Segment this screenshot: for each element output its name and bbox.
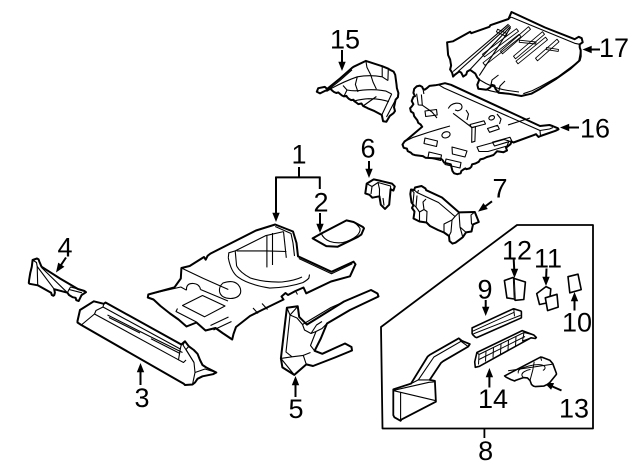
svg-text:3: 3 xyxy=(134,383,149,413)
svg-text:8: 8 xyxy=(478,436,493,466)
svg-text:16: 16 xyxy=(580,114,610,144)
svg-text:13: 13 xyxy=(559,394,589,424)
svg-text:1: 1 xyxy=(291,140,306,170)
svg-text:7: 7 xyxy=(492,174,507,204)
svg-text:2: 2 xyxy=(313,188,328,218)
svg-text:9: 9 xyxy=(477,275,492,305)
svg-text:12: 12 xyxy=(502,236,532,266)
svg-text:11: 11 xyxy=(534,244,562,274)
svg-text:4: 4 xyxy=(57,233,72,263)
svg-text:10: 10 xyxy=(562,308,592,338)
svg-text:14: 14 xyxy=(478,384,508,414)
svg-text:6: 6 xyxy=(360,134,375,164)
svg-text:17: 17 xyxy=(599,33,629,63)
svg-text:15: 15 xyxy=(330,25,360,55)
svg-text:5: 5 xyxy=(288,394,303,424)
